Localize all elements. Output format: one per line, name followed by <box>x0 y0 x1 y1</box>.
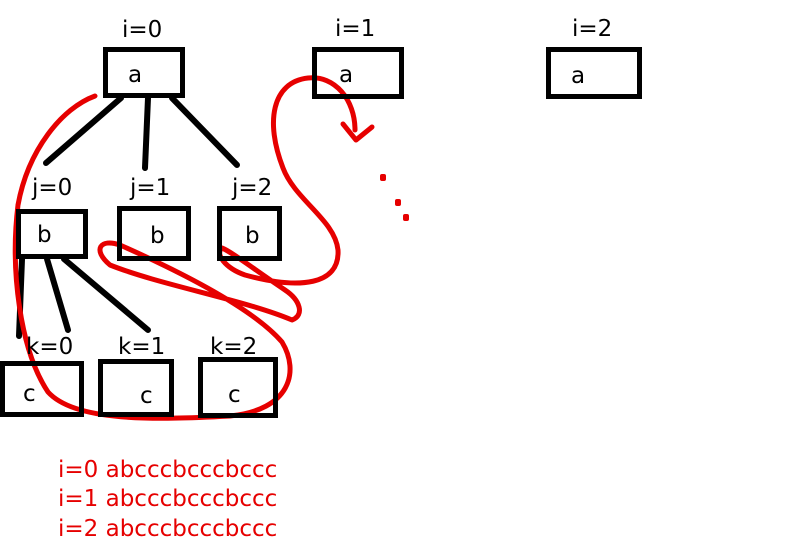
output-line-i2: i=2 abcccbcccbccc <box>58 516 278 542</box>
k1-value: c <box>140 383 153 409</box>
traversal-path <box>12 75 358 421</box>
k0-node: c <box>0 361 84 417</box>
j0-label: j=0 <box>32 175 73 201</box>
j2-label: j=2 <box>232 175 273 201</box>
arrow-head-icon <box>340 121 375 143</box>
k2-node: c <box>198 357 278 418</box>
i2-node: a <box>546 47 642 99</box>
dot-1 <box>380 174 386 181</box>
j1-value: b <box>150 223 165 249</box>
i0-label: i=0 <box>122 17 163 43</box>
k2-label: k=2 <box>210 334 258 360</box>
edge-b0-c1 <box>44 256 71 333</box>
continuation-ellipsis: ... <box>394 180 395 181</box>
i1-label: i=1 <box>335 16 376 42</box>
j1-node: b <box>117 206 191 261</box>
j0-value: b <box>37 222 52 248</box>
k2-value: c <box>228 382 241 408</box>
k0-value: c <box>23 381 36 407</box>
edge-a-b0 <box>43 95 124 166</box>
k1-label: k=1 <box>118 334 166 360</box>
k0-label: k=0 <box>26 334 74 360</box>
output-line-i1: i=1 abcccbcccbccc <box>58 486 278 512</box>
output-line-i0: i=0 abcccbcccbccc <box>58 457 278 483</box>
edge-a-b2 <box>169 95 240 168</box>
i1-value: a <box>339 62 354 88</box>
i2-value: a <box>571 63 586 89</box>
i2-label: i=2 <box>572 16 613 42</box>
dot-2 <box>395 199 401 206</box>
i0-node: a <box>103 47 185 98</box>
dot-3 <box>403 214 409 221</box>
j2-node: b <box>217 206 282 261</box>
i1-node: a <box>312 47 404 99</box>
j1-label: j=1 <box>130 175 171 201</box>
edge-b0-c2 <box>61 256 151 333</box>
j2-value: b <box>245 223 260 249</box>
k1-node: c <box>98 359 174 417</box>
j0-node: b <box>16 209 88 259</box>
edge-a-b1 <box>142 95 151 171</box>
i0-value: a <box>128 62 143 88</box>
